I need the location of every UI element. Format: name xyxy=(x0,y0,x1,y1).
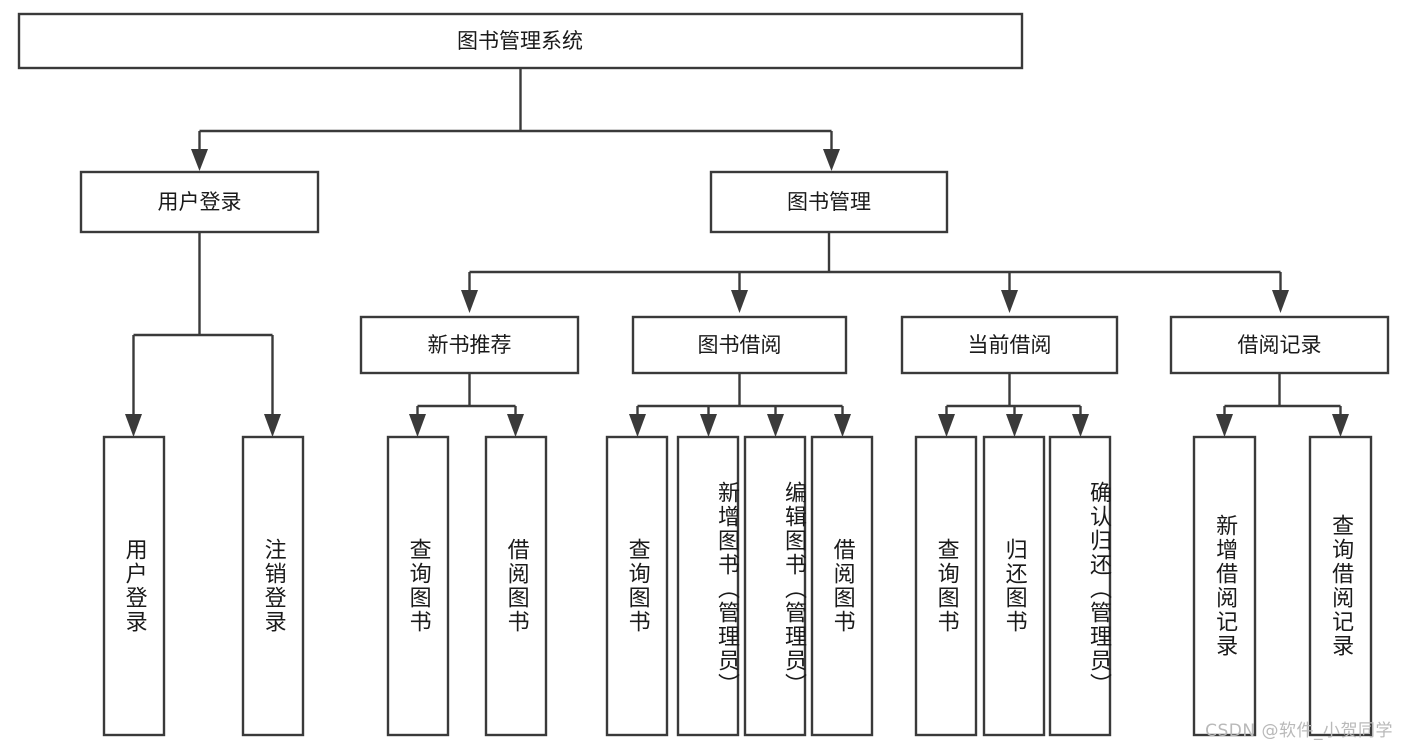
arrow-head-icon xyxy=(1072,414,1089,437)
arrow-head-icon xyxy=(461,290,478,313)
leaf-box-add-borrow-record[interactable] xyxy=(1192,435,1257,737)
leaf-box-borrow-book-recommend[interactable] xyxy=(484,435,548,737)
connector-new-book-recommend-to-leaves xyxy=(409,373,524,437)
watermark-text: CSDN @软件_小贺同学 xyxy=(1205,721,1393,741)
leaf-box-edit-book-admin[interactable] xyxy=(743,435,807,737)
node-user-login-label: 用户登录 xyxy=(158,190,242,214)
arrow-head-icon xyxy=(823,149,840,171)
node-root-label: 图书管理系统 xyxy=(457,29,583,53)
arrow-head-icon xyxy=(264,414,281,437)
leaf-box-query-borrow-record[interactable] xyxy=(1308,435,1373,737)
leaf-box-return-book[interactable] xyxy=(982,435,1046,737)
arrow-head-icon xyxy=(191,149,208,171)
node-book-borrow[interactable]: 图书借阅 xyxy=(631,315,848,375)
arrow-head-icon xyxy=(1006,414,1023,437)
connector-root-to-level2 xyxy=(191,68,840,171)
arrow-head-icon xyxy=(409,414,426,437)
arrow-head-icon xyxy=(507,414,524,437)
leaf-box-logout[interactable] xyxy=(241,435,305,737)
node-root-system[interactable]: 图书管理系统 xyxy=(17,12,1024,70)
leaf-box-query-book-borrow[interactable] xyxy=(605,435,669,737)
node-borrow-record[interactable]: 借阅记录 xyxy=(1169,315,1390,375)
node-user-login-box[interactable] xyxy=(79,170,320,234)
leaf-box-borrow-book[interactable] xyxy=(810,435,874,737)
arrow-head-icon xyxy=(834,414,851,437)
node-current-borrow-box[interactable] xyxy=(900,315,1119,375)
node-book-borrow-label: 图书借阅 xyxy=(698,333,782,357)
arrow-head-icon xyxy=(731,290,748,313)
node-root-box[interactable] xyxy=(17,12,1024,70)
arrow-head-icon xyxy=(1001,290,1018,313)
arrow-head-icon xyxy=(125,414,142,437)
node-new-book-recommend-box[interactable] xyxy=(359,315,580,375)
node-current-borrow[interactable]: 当前借阅 xyxy=(900,315,1119,375)
node-borrow-record-label: 借阅记录 xyxy=(1238,333,1322,357)
arrow-head-icon xyxy=(938,414,955,437)
arrow-head-icon xyxy=(700,414,717,437)
node-new-book-recommend-label: 新书推荐 xyxy=(428,333,512,357)
connector-book-borrow-to-leaves xyxy=(629,373,851,437)
leaf-box-query-book-recommend[interactable] xyxy=(386,435,450,737)
connector-borrow-record-to-leaves xyxy=(1216,373,1349,437)
node-book-management-label: 图书管理 xyxy=(787,190,871,214)
leaf-box-user-login[interactable] xyxy=(102,435,166,737)
connector-current-borrow-to-leaves xyxy=(938,373,1089,437)
arrow-head-icon xyxy=(1272,290,1289,313)
arrow-head-icon xyxy=(629,414,646,437)
arrow-head-icon xyxy=(767,414,784,437)
leaf-box-confirm-return-admin[interactable] xyxy=(1048,435,1112,737)
leaf-box-query-book-current[interactable] xyxy=(914,435,978,737)
connector-book-management-to-level3 xyxy=(461,232,1289,313)
arrow-head-icon xyxy=(1216,414,1233,437)
node-book-management[interactable]: 图书管理 xyxy=(709,170,949,234)
node-current-borrow-label: 当前借阅 xyxy=(968,333,1052,357)
node-user-login[interactable]: 用户登录 xyxy=(79,170,320,234)
arrow-head-icon xyxy=(1332,414,1349,437)
leaf-box-add-book-admin[interactable] xyxy=(676,435,740,737)
node-new-book-recommend[interactable]: 新书推荐 xyxy=(359,315,580,375)
connector-user-login-to-leaves xyxy=(125,232,281,437)
